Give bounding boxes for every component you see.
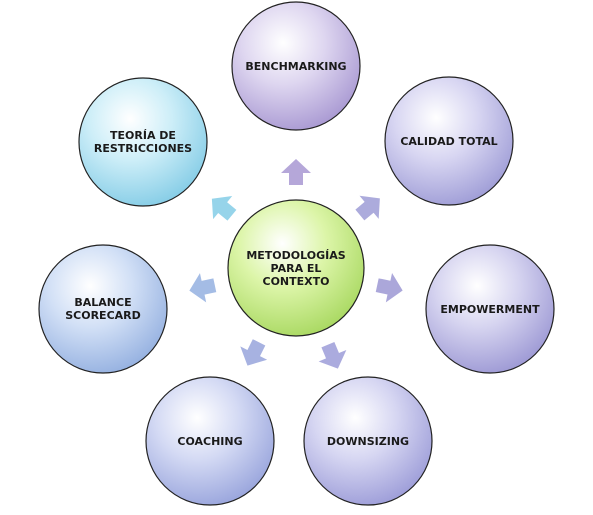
- center-node-circle: [227, 199, 365, 337]
- node-circle-teoria-restricciones: [78, 77, 208, 207]
- node-circle-coaching: [145, 376, 275, 506]
- arrow-to-teoria-restricciones: [211, 196, 237, 221]
- arrow-to-downsizing: [318, 341, 347, 369]
- node-circle-downsizing: [303, 376, 433, 506]
- circles-layer: [38, 1, 555, 506]
- arrow-to-coaching: [240, 339, 268, 366]
- arrow-to-benchmarking: [281, 159, 311, 185]
- arrow-to-calidad-total: [355, 195, 380, 221]
- node-circle-calidad-total: [384, 76, 514, 206]
- arrows-layer: [189, 159, 403, 369]
- arrow-to-empowerment: [375, 272, 403, 303]
- arrow-to-balance-scorecard: [189, 273, 217, 303]
- node-circle-benchmarking: [231, 1, 361, 131]
- node-circle-balance-scorecard: [38, 244, 168, 374]
- node-circle-empowerment: [425, 244, 555, 374]
